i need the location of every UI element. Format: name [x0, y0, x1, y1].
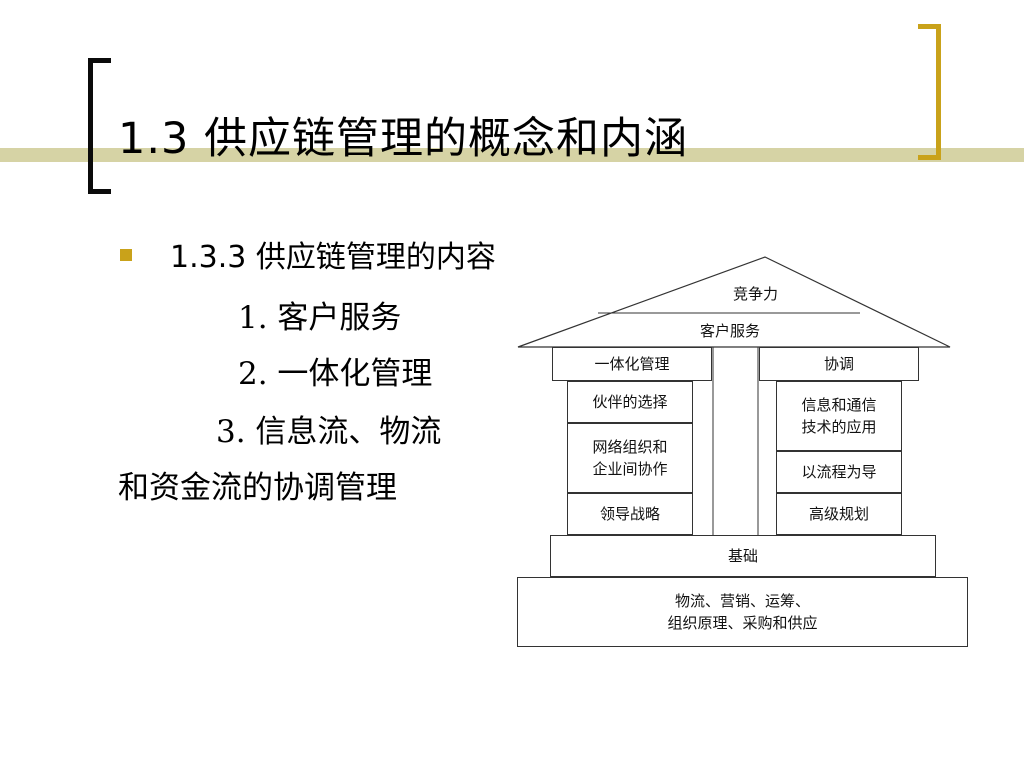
base-line-2: 组织原理、采购和供应 — [667, 614, 818, 632]
base-block: 物流、营销、运筹、 组织原理、采购和供应 — [517, 577, 968, 647]
base-line-1: 物流、营销、运筹、 — [674, 592, 810, 610]
right-bracket-decoration — [918, 24, 941, 160]
right-pillar-block-1: 信息和通信 技术的应用 — [776, 381, 902, 451]
right-pillar-block-2: 以流程为导 — [776, 451, 902, 493]
bullet-heading: 1.3.3 供应链管理的内容 — [170, 240, 496, 275]
left-pillar-block-3: 领导战略 — [567, 493, 693, 535]
left-pillar-header: 一体化管理 — [552, 347, 712, 381]
left-bracket-decoration — [88, 58, 111, 194]
right-pillar-block-3: 高级规划 — [776, 493, 902, 535]
content-item-2: 2. 一体化管理 — [238, 356, 433, 392]
roof-band-label: 客户服务 — [700, 322, 761, 340]
content-item-4: 和资金流的协调管理 — [118, 470, 397, 506]
bullet-square-icon — [120, 249, 132, 261]
right-pillar-header: 协调 — [759, 347, 919, 381]
title-underline-band — [0, 148, 1024, 162]
content-item-1: 1. 客户服务 — [238, 300, 402, 336]
foundation-block: 基础 — [550, 535, 936, 577]
slide-title: 1.3 供应链管理的概念和内涵 — [118, 114, 689, 164]
roof-top-label: 竞争力 — [733, 285, 779, 303]
left-pillar-block-2: 网络组织和 企业间协作 — [567, 423, 693, 493]
left-pillar-block-1: 伙伴的选择 — [567, 381, 693, 423]
content-item-3: 3. 信息流、物流 — [216, 414, 442, 450]
